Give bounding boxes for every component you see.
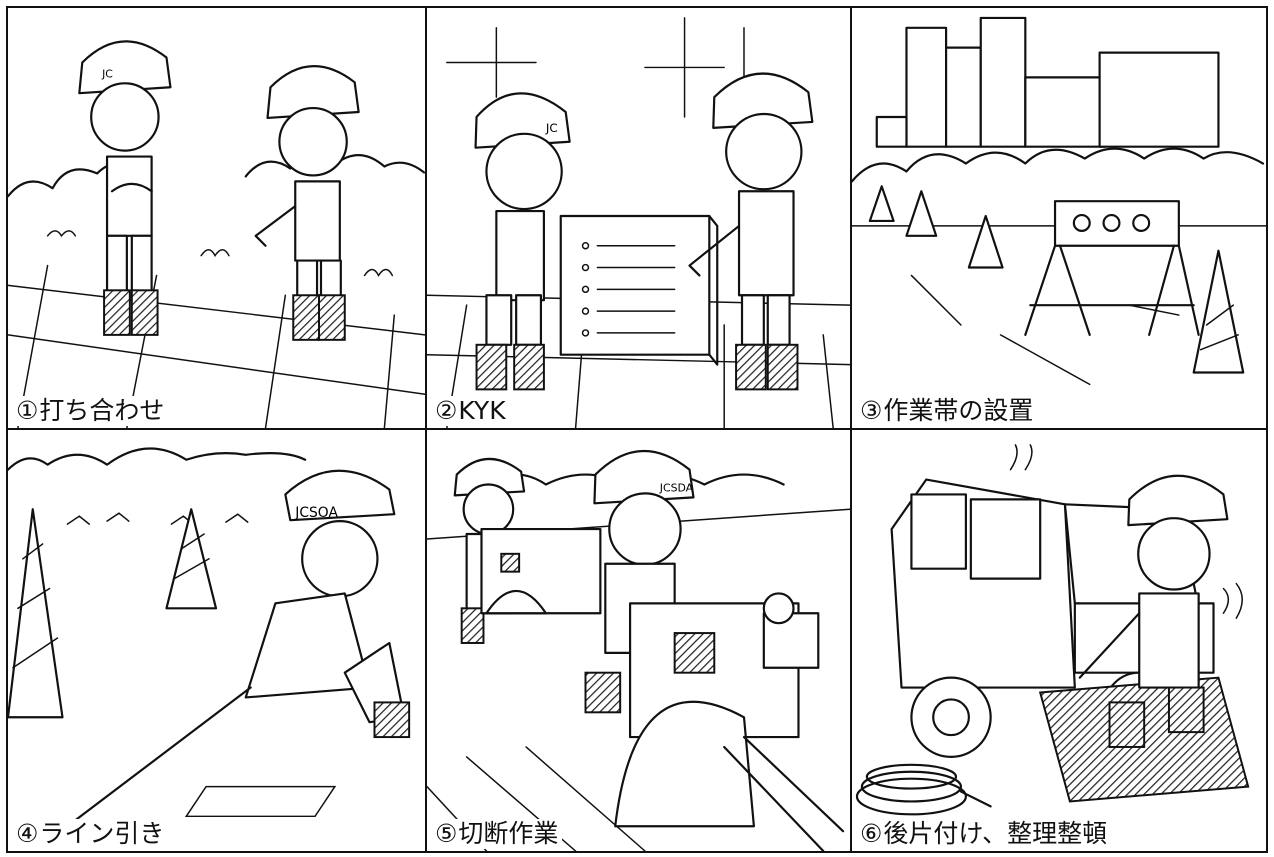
panel-2-helmet-mark: JC: [545, 121, 558, 135]
panel-4-number: ④: [16, 819, 39, 848]
panel-6-label: 後片付け、整理整頓: [883, 819, 1108, 848]
panel-1-illustration: JC: [8, 40, 425, 428]
panel-3-label: 作業帯の設置: [883, 396, 1034, 425]
panel-5-helmet-mark: JCSDA: [659, 481, 694, 494]
panel-2-label: KYK: [458, 396, 506, 425]
panel-2-number: ②: [435, 396, 458, 425]
panel-3-work-zone-setup: ③作業帯の設置: [850, 6, 1268, 430]
svg-text:JC: JC: [101, 67, 113, 80]
panel-6-caption: ⑥後片付け、整理整頓: [858, 819, 1112, 849]
panel-5-number: ⑤: [435, 819, 458, 848]
panel-1-number: ①: [16, 396, 39, 425]
panel-4-line-marking: JCSOA ④ライン引き: [6, 428, 427, 853]
panel-2-caption: ②KYK: [433, 396, 510, 426]
panel-4-label: ライン引き: [39, 819, 165, 848]
panel-3-number: ③: [860, 396, 883, 425]
panel-2-illustration: JC: [427, 17, 850, 428]
panel-1-meeting: JC ①打ち合わせ: [6, 6, 427, 430]
panel-5-label: 切断作業: [458, 819, 559, 848]
panel-4-helmet-mark: JCSOA: [294, 505, 338, 521]
panel-3-caption: ③作業帯の設置: [858, 396, 1038, 426]
panel-6-number: ⑥: [860, 819, 883, 848]
panel-6-cleanup: ⑥後片付け、整理整頓: [850, 428, 1268, 853]
panel-5-illustration: JCSDA: [427, 449, 850, 851]
panel-5-caption: ⑤切断作業: [433, 819, 563, 849]
panel-3-illustration: [852, 16, 1266, 386]
panel-2-kyk: JC ②KY: [425, 6, 852, 430]
panel-4-illustration: JCSOA: [8, 447, 411, 828]
panel-6-illustration: [855, 444, 1250, 816]
panel-5-cutting-work: JCSDA ⑤切断作業: [425, 428, 852, 853]
panel-1-caption: ①打ち合わせ: [14, 396, 169, 426]
panel-1-label: 打ち合わせ: [39, 396, 165, 425]
panel-4-caption: ④ライン引き: [14, 819, 169, 849]
